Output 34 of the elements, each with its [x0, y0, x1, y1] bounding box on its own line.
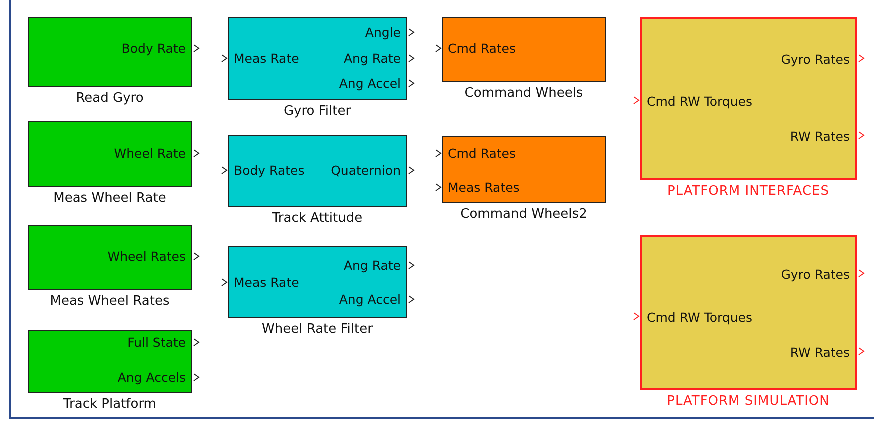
port-label: RW Rates [790, 129, 850, 144]
port-label: Ang Rate [344, 51, 401, 66]
port-label: RW Rates [790, 345, 850, 360]
block-name: Gyro Filter [282, 104, 352, 120]
block-name: Track Attitude [271, 211, 364, 227]
port-label: Gyro Rates [781, 267, 850, 282]
port-label: Body Rate [122, 41, 186, 56]
block-name: PLATFORM SIMULATION [666, 394, 831, 410]
port-label: Wheel Rates [108, 249, 186, 264]
port-label: Full State [128, 335, 186, 350]
port-label: Cmd Rates [448, 146, 516, 161]
port-label: Cmd RW Torques [647, 310, 752, 325]
port-label: Gyro Rates [781, 52, 850, 67]
port-label: Ang Accel [339, 292, 401, 307]
port-label: Ang Rate [344, 258, 401, 273]
block-name: Command Wheels2 [460, 207, 588, 223]
port-label: Body Rates [234, 163, 305, 178]
block-name: Wheel Rate Filter [261, 322, 374, 338]
port-label: Wheel Rate [114, 146, 186, 161]
block-name: Meas Wheel Rate [52, 191, 168, 207]
port-label: Meas Rates [448, 180, 520, 195]
port-label: Cmd Rates [448, 41, 516, 56]
block-name: Track Platform [62, 397, 158, 413]
port-label: Meas Rate [234, 275, 300, 290]
block-name: Read Gyro [75, 91, 145, 107]
block-name: Meas Wheel Rates [49, 294, 171, 310]
block-name: Command Wheels [464, 86, 584, 102]
port-label: Cmd RW Torques [647, 94, 752, 109]
port-label: Angle [365, 25, 401, 40]
block-name: PLATFORM INTERFACES [666, 184, 831, 200]
port-label: Ang Accel [339, 76, 401, 91]
port-label: Meas Rate [234, 51, 300, 66]
port-label: Quaternion [331, 163, 401, 178]
port-label: Ang Accels [118, 370, 186, 385]
